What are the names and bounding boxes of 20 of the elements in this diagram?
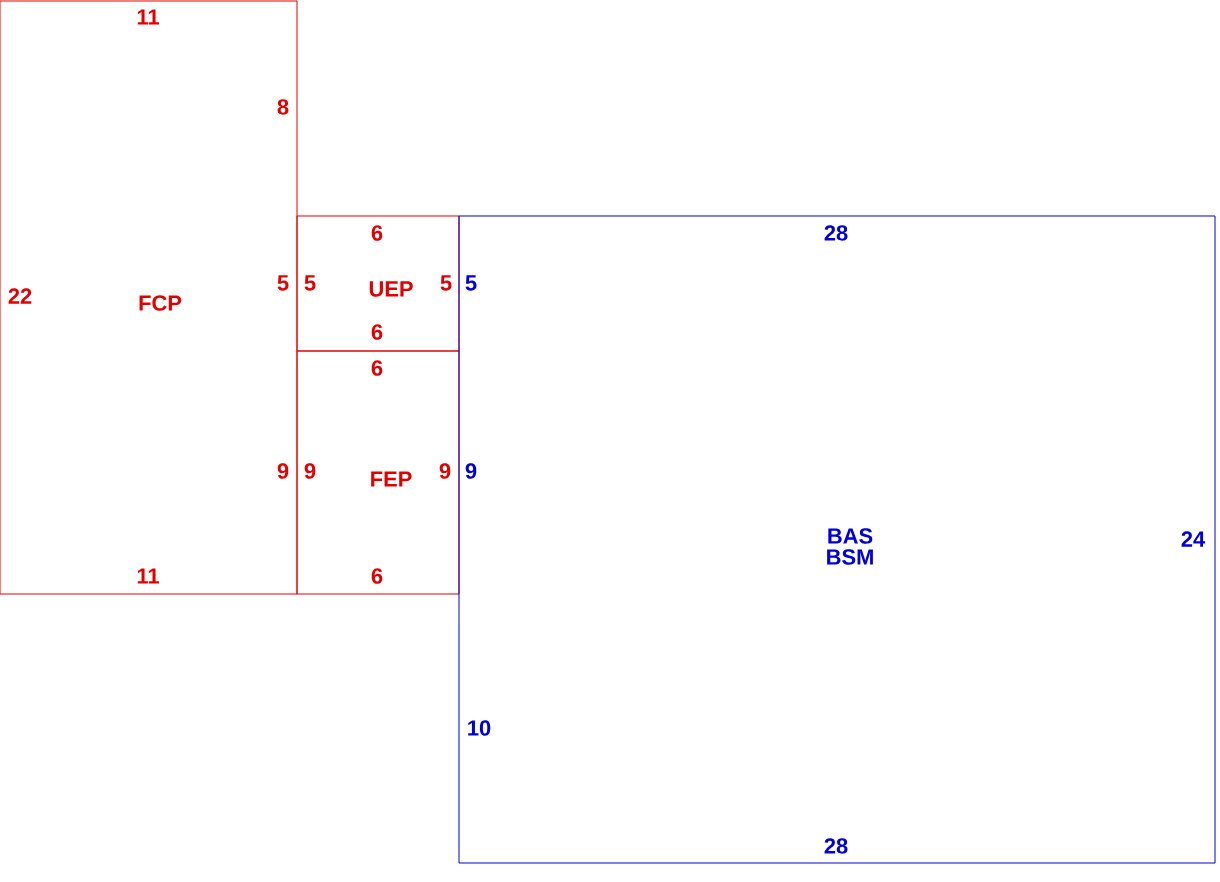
dimension-label: 6 <box>371 324 383 340</box>
dimension-label: 6 <box>371 360 383 376</box>
dimension-label: 6 <box>371 225 383 241</box>
dimension-label: 5 <box>304 275 316 291</box>
dimension-label: 9 <box>465 463 477 479</box>
dimension-label: 22 <box>8 288 32 304</box>
dimension-label: 28 <box>824 225 848 241</box>
dimension-label: 11 <box>137 568 159 584</box>
dimension-label: 10 <box>468 720 491 736</box>
dimension-label: 11 <box>137 9 159 25</box>
dimension-label: 28 <box>824 838 848 854</box>
dimension-label: 5 <box>440 275 452 291</box>
dimension-label: 9 <box>277 463 289 479</box>
dimension-label: 9 <box>304 463 316 479</box>
dimension-label: 8 <box>277 99 289 115</box>
dimension-label: 5 <box>277 275 289 291</box>
dimension-label: 6 <box>371 568 383 584</box>
dimension-label: 5 <box>465 275 477 291</box>
dimension-label: 9 <box>439 463 451 479</box>
dimension-label: 24 <box>1181 531 1206 547</box>
